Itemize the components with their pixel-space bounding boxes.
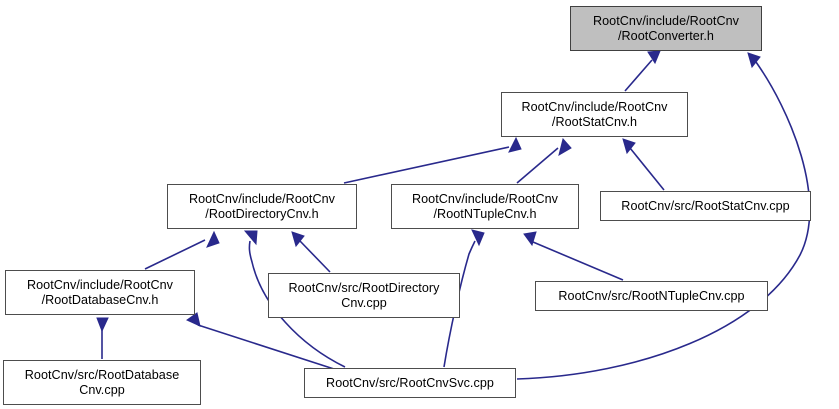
edge-rootstatcnv-cpp-to-rootstatcnv-h — [622, 138, 665, 191]
node-rootntuplecnv-cpp[interactable]: RootCnv/src/RootNTupleCnv.cpp — [535, 281, 768, 311]
node-rootdatabasecnv-cpp[interactable]: RootCnv/src/RootDatabase Cnv.cpp — [3, 360, 201, 405]
edge-rootstatcnv-h-to-rootconverter-h — [624, 50, 661, 92]
edge-rootntuplecnv-h-to-rootstatcnv-h — [516, 137, 572, 184]
node-rootcnvsvc-cpp[interactable]: RootCnv/src/RootCnvSvc.cpp — [304, 368, 516, 398]
edge-rootdirectorycnv-cpp-to-rootdirectorycnv-h — [291, 231, 331, 273]
node-rootdirectorycnv-cpp[interactable]: RootCnv/src/RootDirectory Cnv.cpp — [268, 273, 460, 318]
edge-rootcnvsvc-cpp-to-rootdatabasecnv-h — [186, 312, 335, 370]
node-rootstatcnv-h[interactable]: RootCnv/include/RootCnv /RootStatCnv.h — [501, 92, 688, 137]
node-rootdirectorycnv-h[interactable]: RootCnv/include/RootCnv /RootDirectoryCn… — [167, 184, 357, 229]
edge-rootdatabasecnv-cpp-to-rootdatabasecnv-h — [96, 317, 109, 359]
edge-rootntuplecnv-cpp-to-rootntuplecnv-h — [523, 231, 624, 281]
edge-rootdatabasecnv-h-to-rootdirectorycnv-h — [144, 230, 220, 270]
node-rootdatabasecnv-h[interactable]: RootCnv/include/RootCnv /RootDatabaseCnv… — [5, 270, 195, 315]
node-rootconverter-h[interactable]: RootCnv/include/RootCnv /RootConverter.h — [570, 6, 762, 51]
node-rootntuplecnv-h[interactable]: RootCnv/include/RootCnv /RootNTupleCnv.h — [391, 184, 579, 229]
edge-rootdirectorycnv-h-to-rootstatcnv-h — [343, 136, 522, 184]
node-rootstatcnv-cpp[interactable]: RootCnv/src/RootStatCnv.cpp — [600, 191, 811, 221]
